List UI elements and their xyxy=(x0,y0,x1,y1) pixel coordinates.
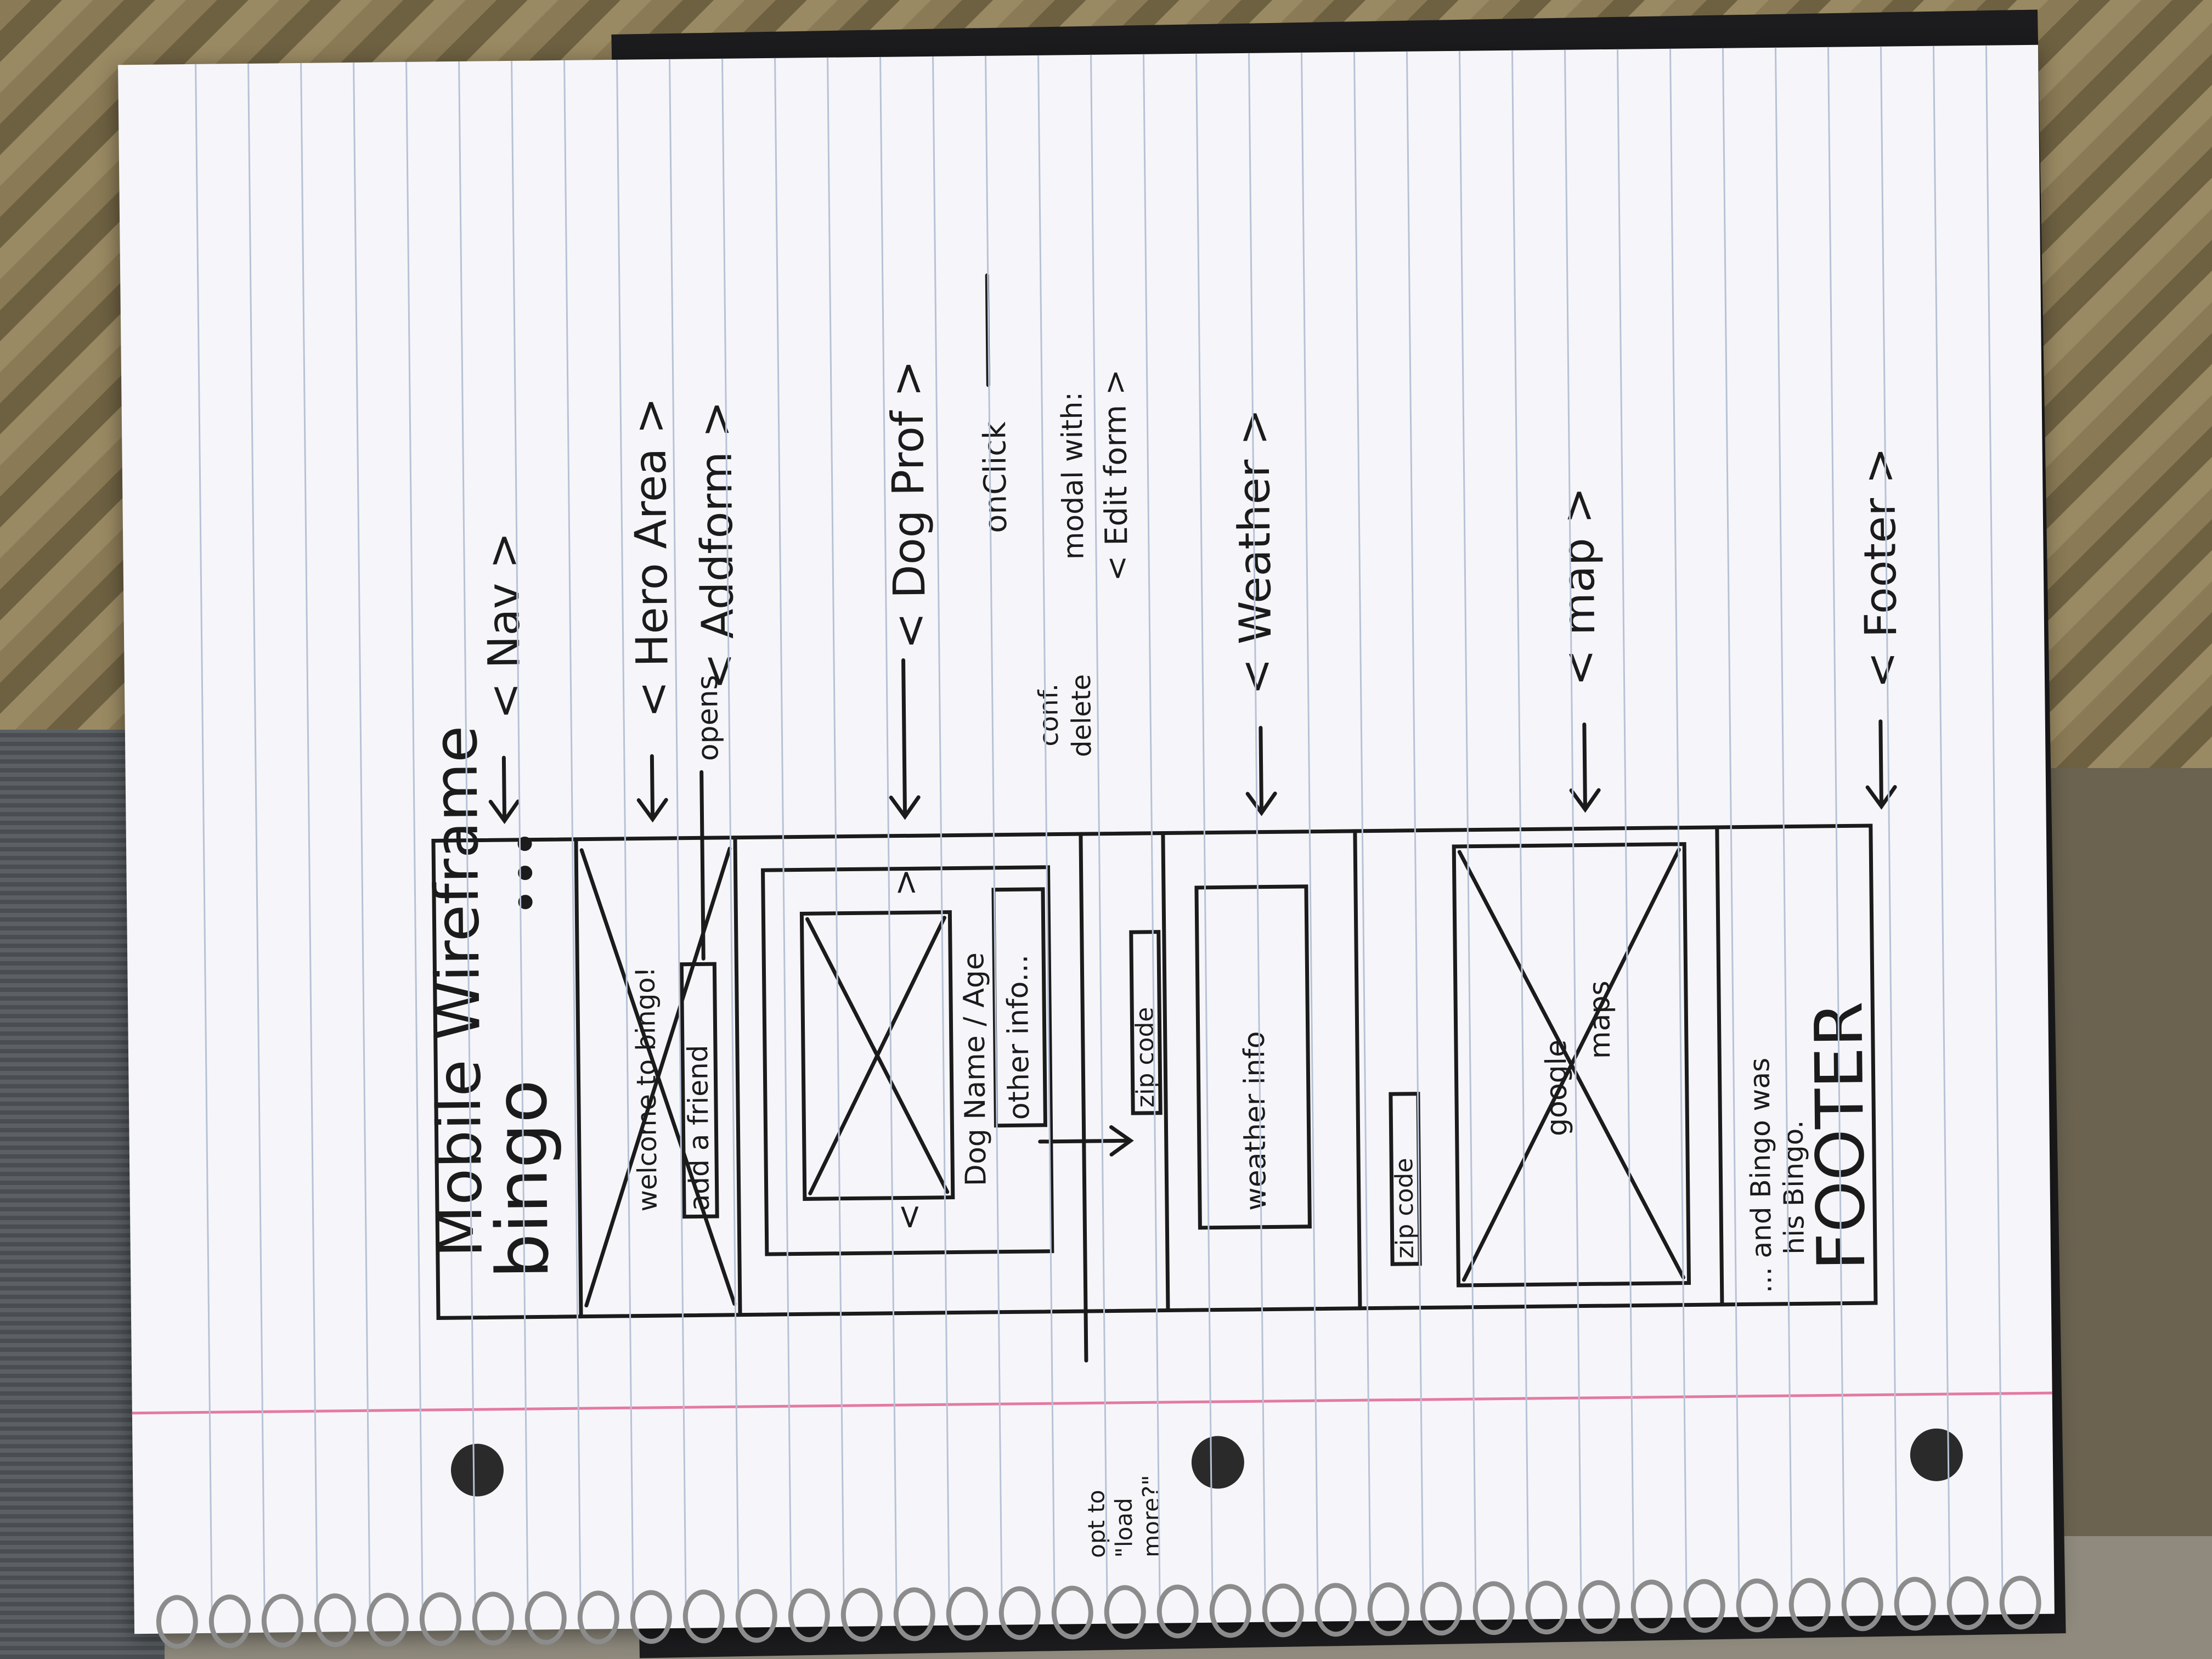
spiral-ring xyxy=(1630,1579,1673,1634)
spiral-ring xyxy=(840,1587,883,1642)
weather-info-label: weather info xyxy=(1238,1031,1273,1211)
arrow-other-info xyxy=(1038,1125,1134,1157)
dog-photo-box xyxy=(799,910,955,1201)
spiral-ring xyxy=(1104,1584,1147,1639)
spiral-ring xyxy=(998,1585,1041,1640)
spiral-ring xyxy=(1314,1582,1357,1637)
spiral-ring xyxy=(1894,1576,1937,1631)
arrow-dogprof xyxy=(889,658,921,820)
annotation-footer: < Footer > xyxy=(1854,447,1908,689)
spiral-ring xyxy=(1420,1581,1463,1636)
nav-divider xyxy=(574,837,583,1319)
map-x xyxy=(1462,848,1681,1282)
add-friend-label: add a friend xyxy=(682,1045,715,1211)
footer-tagline-1: ... and Bingo was xyxy=(1743,1058,1778,1294)
dog-name-age: Dog Name / Age xyxy=(957,952,992,1187)
spiral-ring xyxy=(1525,1580,1568,1635)
annotation-editform: < Edit form > xyxy=(1097,369,1135,582)
arrow-footer xyxy=(1865,719,1897,810)
spiral-ring xyxy=(577,1590,620,1645)
annotation-load-more-3: more?" xyxy=(1137,1475,1165,1558)
map-google-label: google xyxy=(1540,1040,1574,1137)
spiral-ring xyxy=(366,1593,409,1647)
spiral-ring xyxy=(1999,1575,2042,1630)
spiral-ring xyxy=(1209,1583,1252,1638)
spiral-ring xyxy=(524,1590,567,1645)
weather-info-box xyxy=(1194,884,1312,1230)
map-box xyxy=(1452,842,1691,1288)
spiral-ring xyxy=(1788,1577,1831,1632)
spiral-ring xyxy=(1051,1585,1094,1640)
dog-divider xyxy=(1079,832,1088,1313)
footer-tagline-2: his Bingo. xyxy=(1777,1120,1810,1254)
annotation-delete: delete xyxy=(1066,674,1098,758)
map-zip-label: zip code xyxy=(1390,1158,1419,1259)
spiral-ring xyxy=(1367,1582,1410,1637)
annotation-load-more-2: "load xyxy=(1110,1498,1138,1558)
spiral-ring xyxy=(314,1593,357,1647)
hero-welcome-text: welcome to bingo! xyxy=(630,967,663,1212)
wireframe-drawing: Mobile Wireframe bingo ••• welcome to bi… xyxy=(420,273,1908,1558)
spiral-ring xyxy=(682,1589,725,1644)
spiral-ring xyxy=(208,1594,251,1649)
spiral-ring xyxy=(1156,1584,1199,1639)
spiral-ring xyxy=(1841,1577,1884,1632)
spiral-ring xyxy=(261,1594,304,1648)
spiral-ring xyxy=(1736,1578,1779,1633)
annotation-dogprof: < Dog Prof > xyxy=(882,360,936,650)
spiral-ring xyxy=(1472,1581,1515,1635)
spiral-ring xyxy=(946,1586,989,1641)
map-divider xyxy=(1715,825,1724,1307)
spiral-ring xyxy=(1262,1583,1305,1638)
annotation-opens: opens xyxy=(691,675,725,761)
annotation-onclick: onClick xyxy=(977,421,1014,533)
spiral-ring xyxy=(788,1588,831,1643)
annotation-addform: < Addform > xyxy=(690,400,744,690)
spiral-ring xyxy=(1683,1578,1726,1633)
spiral-ring xyxy=(1946,1576,1989,1630)
weather-zip-divider xyxy=(1161,831,1170,1312)
spiral-ring xyxy=(630,1589,673,1644)
annotation-modal-with: modal with: xyxy=(1056,392,1090,560)
add-friend-button-box xyxy=(679,962,719,1219)
arrow-hero xyxy=(636,754,668,823)
dog-other-info: other info... xyxy=(1001,955,1036,1120)
weather-zip-box xyxy=(1129,930,1163,1115)
arrow-map xyxy=(1569,722,1601,813)
nav-menu-dots: ••• xyxy=(498,829,556,917)
dog-card-box xyxy=(761,865,1054,1256)
spiral-ring xyxy=(1578,1579,1621,1634)
spiral-ring xyxy=(893,1587,936,1641)
dog-photo-x xyxy=(808,916,946,1195)
dog-right-arrow: > xyxy=(887,868,926,896)
spiral-ring xyxy=(156,1595,199,1649)
spiral-ring xyxy=(419,1592,462,1646)
hero-image-x xyxy=(584,847,732,1308)
annotation-hero: < Hero Area > xyxy=(624,397,679,718)
map-maps-label: maps xyxy=(1583,980,1617,1059)
arrow-nav xyxy=(488,755,520,825)
hero-divider xyxy=(733,836,742,1317)
page-title: Mobile Wireframe xyxy=(420,725,496,1258)
annotation-map: < map > xyxy=(1552,487,1605,686)
annotation-nav: < Nav > xyxy=(477,532,531,719)
spiral-ring xyxy=(735,1588,778,1643)
dog-left-arrow: < xyxy=(890,1203,929,1231)
arrow-weather xyxy=(1245,726,1277,816)
annotation-conf: conf. xyxy=(1033,684,1064,747)
spiral-ring xyxy=(472,1592,515,1646)
weather-divider xyxy=(1353,829,1362,1311)
weather-zip-label: zip code xyxy=(1131,1007,1160,1108)
notebook-page: Mobile Wireframe bingo ••• welcome to bi… xyxy=(118,44,2055,1649)
opens-line xyxy=(699,770,706,961)
